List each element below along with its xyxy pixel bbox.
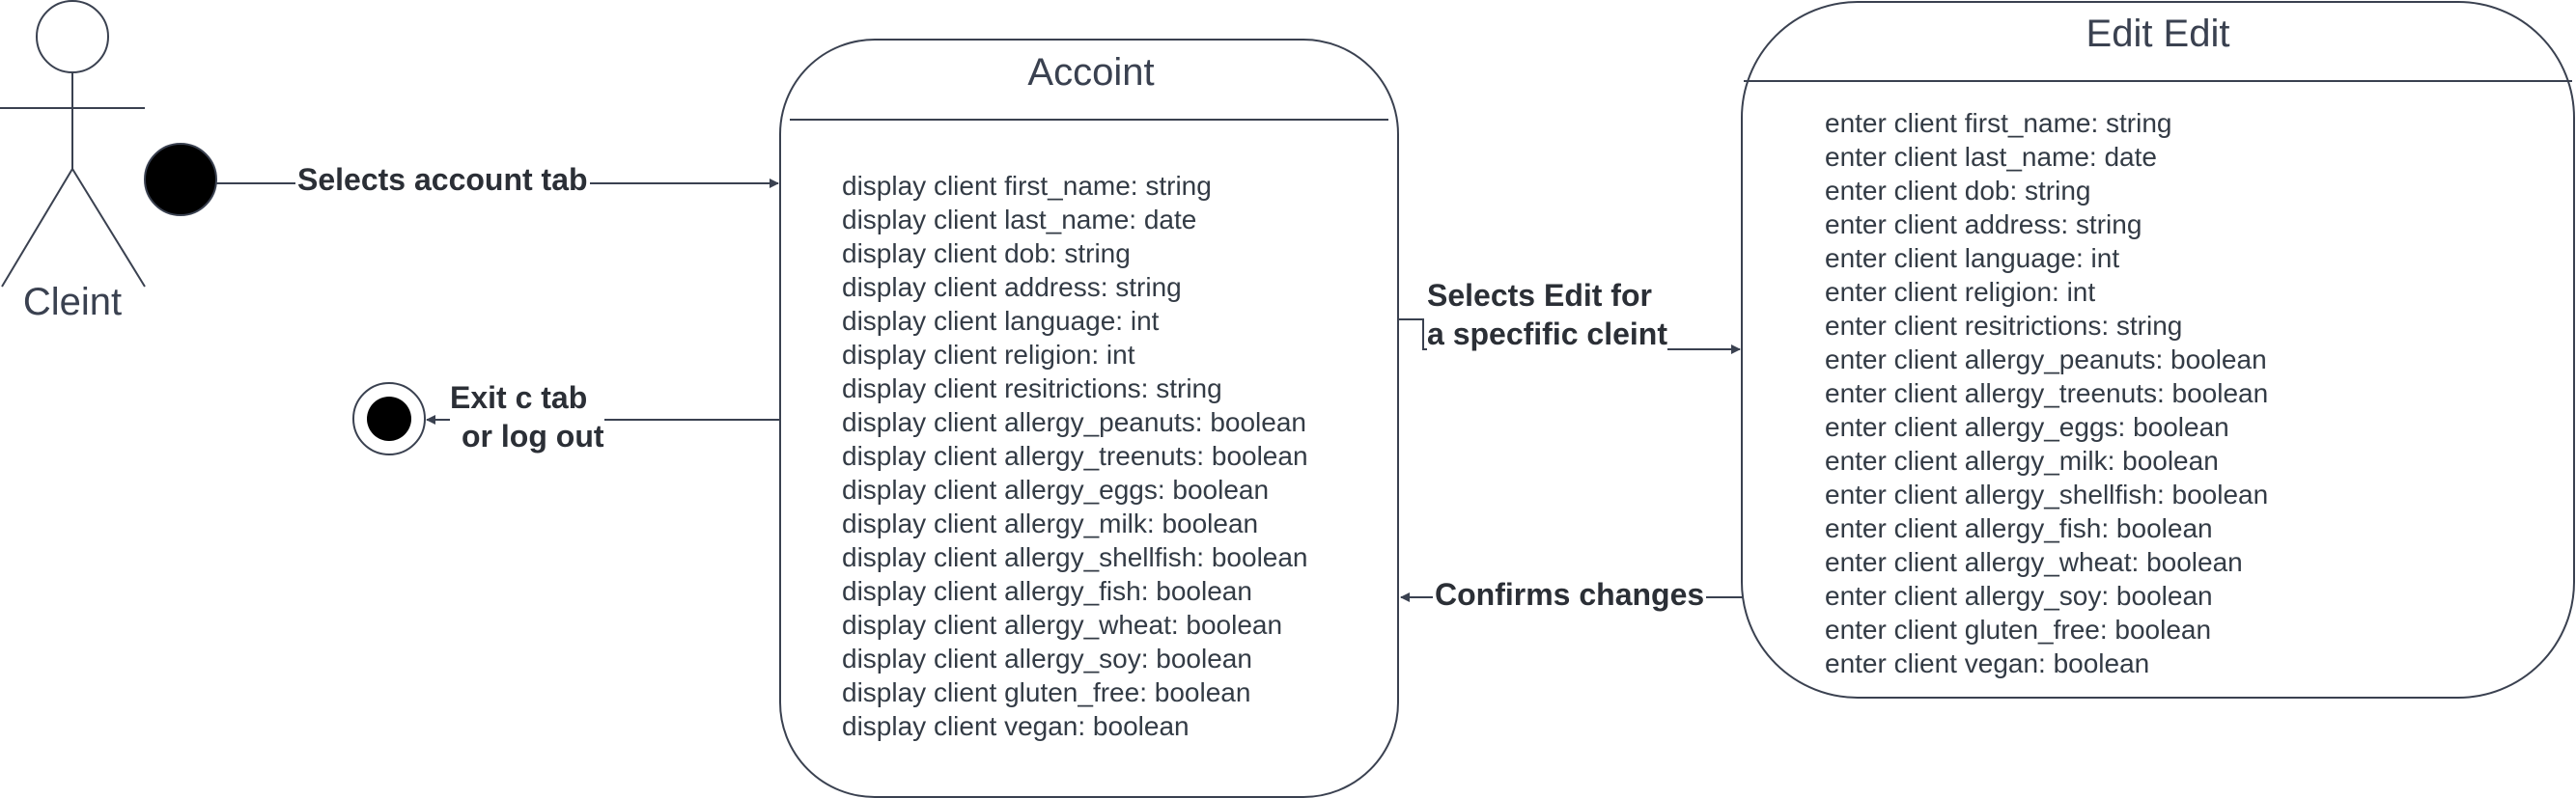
edit-attribute: enter client resitrictions: string bbox=[1825, 311, 2183, 341]
edit-attribute: enter client vegan: boolean bbox=[1825, 648, 2150, 678]
transition-label-selects-edit-line1: Selects Edit for bbox=[1427, 278, 1652, 313]
accoint-attribute: display client vegan: boolean bbox=[842, 711, 1190, 741]
transition-label-selects-edit: Selects Edit for a specfific cleint bbox=[1427, 276, 1667, 353]
edit-attribute: enter client allergy_treenuts: boolean bbox=[1825, 378, 2269, 408]
actor-head bbox=[36, 0, 109, 73]
edit-attribute: enter client allergy_wheat: boolean bbox=[1825, 547, 2243, 577]
edit-attribute: enter client address: string bbox=[1825, 209, 2142, 239]
edit-attribute: enter client allergy_soy: boolean bbox=[1825, 581, 2213, 611]
transition-label-selects-edit-line2: a specfific cleint bbox=[1427, 316, 1667, 351]
edit-attribute: enter client allergy_shellfish: boolean bbox=[1825, 480, 2269, 509]
edit-attribute: enter client religion: int bbox=[1825, 277, 2096, 307]
initial-state-node bbox=[144, 143, 217, 216]
actor-figure bbox=[0, 0, 146, 288]
state-accoint-attributes: display client first_name: string displa… bbox=[842, 169, 1308, 743]
accoint-attribute: display client dob: string bbox=[842, 238, 1131, 268]
edit-attribute: enter client language: int bbox=[1825, 243, 2120, 273]
transition-label-exit-line1: Exit c tab bbox=[450, 380, 588, 415]
accoint-attribute: display client resitrictions: string bbox=[842, 373, 1222, 403]
edit-attribute: enter client allergy_eggs: boolean bbox=[1825, 412, 2229, 442]
actor-leg-right bbox=[71, 168, 146, 288]
state-accoint-box bbox=[779, 39, 1399, 798]
accoint-attribute: display client last_name: date bbox=[842, 205, 1197, 234]
edit-attribute: enter client first_name: string bbox=[1825, 108, 2172, 138]
edit-attribute: enter client last_name: date bbox=[1825, 142, 2157, 172]
transition-label-exit: Exit c tab or log out bbox=[450, 378, 604, 455]
state-accoint-title: Accoint bbox=[1027, 51, 1155, 94]
accoint-attribute: display client allergy_milk: boolean bbox=[842, 509, 1259, 538]
accoint-attribute: display client allergy_peanuts: boolean bbox=[842, 407, 1306, 437]
accoint-attribute: display client religion: int bbox=[842, 340, 1135, 370]
edit-attribute: enter client allergy_milk: boolean bbox=[1825, 446, 2219, 476]
final-state-inner-dot bbox=[367, 397, 411, 441]
final-state-node bbox=[352, 382, 426, 455]
edit-attribute: enter client dob: string bbox=[1825, 176, 2091, 206]
actor-leg-left bbox=[1, 168, 73, 288]
state-edit-box bbox=[1741, 1, 2575, 699]
accoint-attribute: display client allergy_treenuts: boolean bbox=[842, 441, 1308, 471]
transition-label-selects-account: Selects account tab bbox=[295, 160, 590, 199]
state-edit-attributes: enter client first_name: string enter cl… bbox=[1825, 106, 2268, 680]
accoint-attribute: display client allergy_soy: boolean bbox=[842, 644, 1252, 674]
state-accoint bbox=[779, 39, 1399, 798]
edit-attribute: enter client allergy_fish: boolean bbox=[1825, 513, 2213, 543]
accoint-attribute: display client address: string bbox=[842, 272, 1182, 302]
accoint-attribute: display client allergy_wheat: boolean bbox=[842, 610, 1283, 640]
accoint-attribute: display client gluten_free: boolean bbox=[842, 677, 1251, 707]
actor-label: Cleint bbox=[22, 281, 123, 323]
state-edit bbox=[1741, 1, 2575, 699]
transition-label-exit-line2: or log out bbox=[462, 419, 604, 454]
accoint-attribute: display client allergy_fish: boolean bbox=[842, 576, 1252, 606]
transition-label-confirms: Confirms changes bbox=[1433, 575, 1707, 614]
edit-attribute: enter client gluten_free: boolean bbox=[1825, 615, 2212, 645]
edit-attribute: enter client allergy_peanuts: boolean bbox=[1825, 344, 2267, 374]
accoint-attribute: display client first_name: string bbox=[842, 171, 1212, 201]
state-edit-title: Edit Edit bbox=[2086, 13, 2230, 55]
accoint-attribute: display client language: int bbox=[842, 306, 1160, 336]
accoint-attribute: display client allergy_shellfish: boolea… bbox=[842, 542, 1308, 572]
accoint-attribute: display client allergy_eggs: boolean bbox=[842, 475, 1270, 505]
